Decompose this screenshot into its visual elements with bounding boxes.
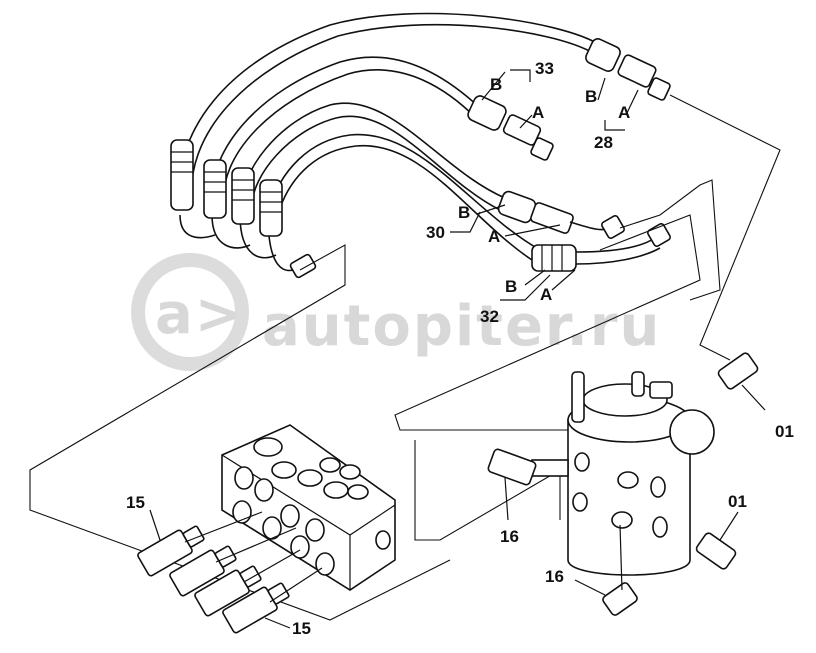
callout-15-top: 15 (126, 493, 145, 512)
port-letter-a28: A (618, 103, 630, 122)
callout-16-mid: 16 (500, 527, 519, 546)
callout-28: 28 (594, 133, 613, 152)
port-letter-b30: B (458, 203, 470, 222)
hose-28-fitting (585, 38, 671, 101)
port-letter-a33: A (532, 103, 544, 122)
routing-lines (29, 94, 781, 621)
watermark: a> autopiter.ru (131, 253, 661, 371)
valve-block (221, 424, 396, 591)
swivel-joint (531, 371, 715, 576)
hose-30-fitting (497, 190, 625, 239)
callout-33: 33 (535, 59, 554, 78)
leader-lines (149, 69, 766, 629)
callout-numbers: 33 28 30 32 01 01 15 15 16 16 (126, 59, 794, 638)
watermark-text: autopiter.ru (262, 294, 661, 359)
callout-01-top: 01 (775, 422, 794, 441)
watermark-logo-icon (131, 253, 249, 371)
port-letters: B A B A B A B A (458, 75, 630, 304)
callout-30: 30 (426, 223, 445, 242)
elbow-fittings (487, 352, 759, 616)
hose-bundle (170, 12, 601, 279)
port-letter-b28: B (585, 87, 597, 106)
port-letter-b32: B (505, 277, 517, 296)
port-letter-a32: A (540, 285, 552, 304)
plug-fittings (137, 511, 323, 634)
callout-16-bottom: 16 (545, 567, 564, 586)
port-letter-b33: B (490, 75, 502, 94)
callout-01-right: 01 (728, 492, 747, 511)
callout-15-bottom: 15 (292, 619, 311, 638)
watermark-logo-glyph: a> (155, 282, 244, 347)
callout-32: 32 (480, 307, 499, 326)
hose-33-fitting (467, 95, 554, 161)
port-letter-a30: A (488, 227, 500, 246)
